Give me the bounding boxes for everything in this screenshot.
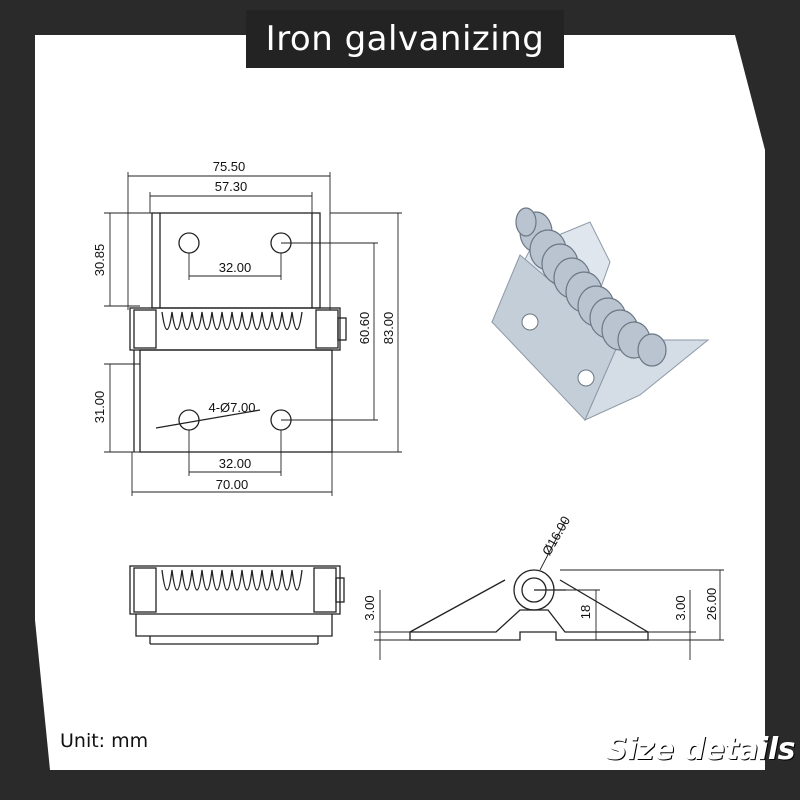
- dim-bottom-leaf-height: 31.00: [92, 391, 107, 424]
- dim-hole-pitch-bottom: 32.00: [219, 456, 252, 471]
- front-dimension-lines: [104, 172, 402, 496]
- dim-top-leaf-height: 30.85: [92, 244, 107, 277]
- bottom-leaf: [139, 349, 333, 453]
- dim-axis-height: 18: [578, 605, 593, 619]
- spring-hinge-photo-icon: [491, 207, 710, 421]
- dim-hole-span-height: 60.60: [357, 312, 372, 345]
- size-details-label: Size details: [606, 732, 795, 767]
- white-panel: [35, 35, 765, 770]
- dim-base-width: 70.00: [216, 477, 249, 492]
- dim-total-height: 83.00: [381, 312, 396, 345]
- page-title: Iron galvanizing: [246, 10, 564, 68]
- dim-inner-width: 57.30: [215, 179, 248, 194]
- dim-hole-pitch-top: 32.00: [219, 260, 252, 275]
- dim-thickness-left: 3.00: [362, 595, 377, 620]
- spring-coil: [161, 311, 303, 331]
- unit-label: Unit: mm: [60, 730, 149, 752]
- dim-overall-width: 75.50: [213, 159, 246, 174]
- bottom-view: [129, 565, 345, 645]
- dim-side-height: 26.00: [704, 588, 719, 621]
- dim-thickness-right: 3.00: [673, 595, 688, 620]
- dim-hole-callout: 4-Ø7.00: [209, 400, 256, 415]
- side-dimension-lines: [374, 519, 724, 660]
